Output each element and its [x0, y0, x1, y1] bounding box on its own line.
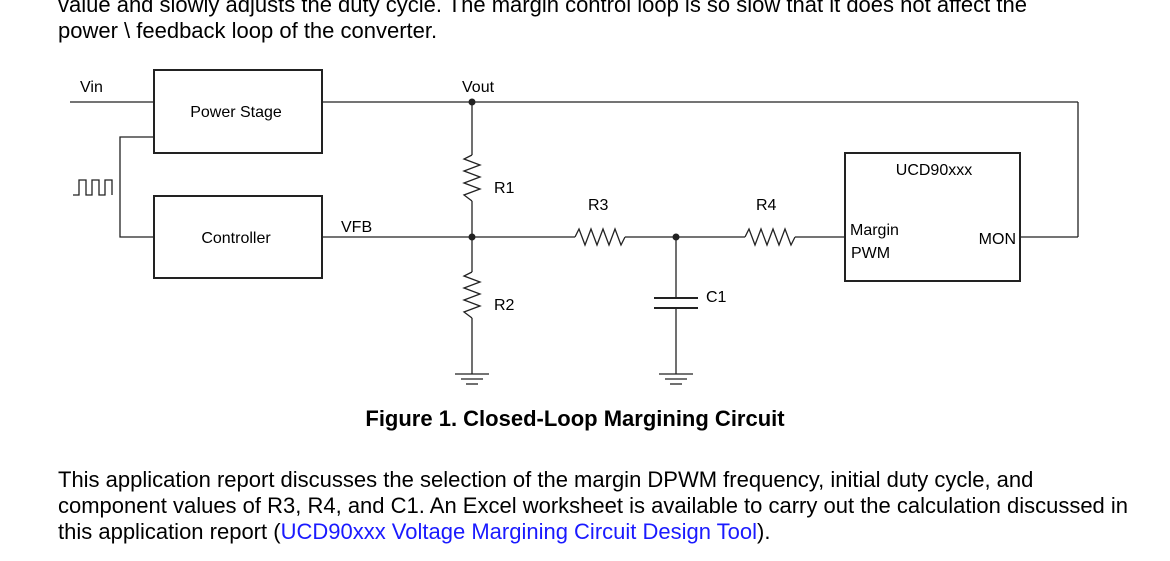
design-tool-link[interactable]: UCD90xxx Voltage Margining Circuit Desig… — [280, 519, 758, 544]
resistor-r3 — [574, 227, 626, 247]
resistor-r4 — [744, 227, 796, 247]
label-margin: Margin — [850, 222, 899, 239]
margining-circuit-diagram: Vin Vout Power Stage Controller VFB R1 R… — [70, 69, 1079, 385]
ucd90xxx-block — [844, 152, 1021, 282]
ground-icon — [659, 373, 693, 385]
label-ucd90xxx: UCD90xxx — [896, 162, 972, 179]
resistor-r1 — [462, 154, 482, 202]
body-paragraph: This application report discusses the se… — [58, 467, 1138, 545]
label-mon: MON — [979, 231, 1016, 248]
ground-icon — [455, 373, 489, 385]
label-vout: Vout — [462, 79, 495, 96]
label-vin: Vin — [80, 79, 103, 96]
label-r1: R1 — [494, 180, 515, 197]
label-r2: R2 — [494, 297, 515, 314]
label-c1: C1 — [706, 289, 727, 306]
intro-line-1: value and slowly adjusts the duty cycle.… — [58, 0, 1027, 17]
intro-line-2: power \ feedback loop of the converter. — [58, 18, 438, 43]
capacitor-c1 — [654, 297, 698, 309]
label-power-stage: Power Stage — [190, 104, 282, 121]
body-text: This application report discusses the se… — [58, 467, 1129, 544]
label-r4: R4 — [756, 197, 777, 214]
node-vfb — [468, 233, 476, 241]
label-pwm: PWM — [851, 245, 890, 262]
power-stage-block — [153, 69, 323, 154]
circuit-wires — [70, 101, 1079, 374]
label-controller: Controller — [201, 230, 271, 247]
controller-block — [153, 195, 323, 279]
label-r3: R3 — [588, 197, 609, 214]
body-text-end: ). — [757, 519, 771, 544]
intro-paragraph: value and slowly adjusts the duty cycle.… — [58, 0, 1138, 44]
label-vfb: VFB — [341, 219, 372, 236]
node-vout — [468, 98, 476, 106]
figure-caption: Figure 1. Closed-Loop Margining Circuit — [365, 406, 785, 431]
resistor-r2 — [462, 271, 482, 319]
pulse-train-icon — [73, 179, 113, 196]
node-c1 — [672, 233, 680, 241]
